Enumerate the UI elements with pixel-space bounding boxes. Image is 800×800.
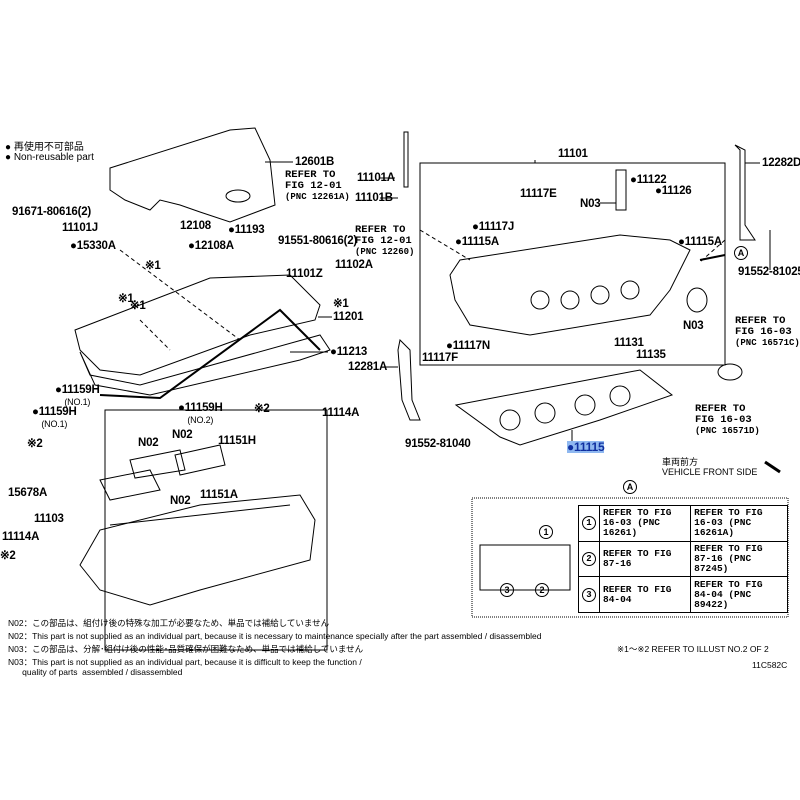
part-label[interactable]: ●12108A [188,240,234,252]
part-label[interactable]: 11102A [335,259,373,271]
part-sublabel: (NO.1) [41,419,68,429]
part-label[interactable]: 11101A [357,172,395,184]
part-label[interactable]: ●11159H(NO.1) [55,384,100,407]
part-label[interactable]: ●11213 [330,346,368,358]
refer-illust-note: ※1～※2 REFER TO ILLUST NO.2 OF 2 [617,644,769,654]
part-label[interactable]: 91552-81040 [405,438,471,450]
part-label[interactable]: 11131 [614,337,644,349]
part-label[interactable]: 11101B [355,192,393,204]
detail-a-marker: A [623,480,637,494]
part-label[interactable]: ●11159H(NO.1) [32,406,77,429]
part-label[interactable]: 11103 [34,513,64,525]
part-label[interactable]: N03 [683,320,704,332]
detail-circle-2: 2 [535,583,549,597]
part-label[interactable]: 12282D [762,157,800,169]
part-label[interactable]: 11135 [636,349,666,361]
part-sublabel: (NO.2) [187,415,214,425]
part-label[interactable]: ●15330A [70,240,116,252]
part-label[interactable]: N02 [170,495,191,507]
part-label[interactable]: ●11159H(NO.2) [178,402,223,425]
note-n02-jp: N02：この部品は、組付け後の特殊な加工が必要なため、単品では補給していません [8,618,330,628]
part-label[interactable]: 11101Z [286,268,323,280]
cam-housing-drawing [79,494,316,606]
note-n03-en-cont: quality of parts assembled / disassemble… [8,667,183,677]
part-sublabel: (NO.1) [64,397,91,407]
note-reference-marker: ※2 [27,438,43,450]
callout-a-marker[interactable]: A [734,246,748,260]
row-right-ref: REFER TO FIG 16-03 (PNC 16261A) [690,505,788,542]
head-cover-drawing [74,274,321,376]
part-label[interactable]: ●11115A [678,236,722,248]
row-right-ref: REFER TO FIG 87-16 (PNC 87245) [690,540,788,578]
row-left-ref: REFER TO FIG 16-03 (PNC 16261) [598,505,692,542]
part-label[interactable]: 12281A [348,361,388,373]
detail-circle-3: 3 [500,583,514,597]
row-right-ref: REFER TO FIG 84-04 (PNC 89422) [690,576,788,613]
part-label[interactable]: ●11126 [655,185,692,197]
part-label[interactable]: 11151A [200,489,238,501]
part-label[interactable]: 11101J [62,222,98,234]
note-n02-en: N02：This part is not supplied as an indi… [8,631,542,641]
note-n03-en: N03：This part is not supplied as an indi… [8,657,362,667]
legend-non-reusable: ● Non-reusable part [5,152,94,163]
part-label[interactable]: N03 [580,198,601,210]
note-reference-marker: ※1 [333,298,349,310]
engine-cover-drawing [109,127,276,223]
note-reference-marker: ※1 [118,293,134,305]
part-label[interactable]: ●11117N [446,340,490,352]
row-left-ref: REFER TO FIG 87-16 [598,540,692,578]
part-label[interactable]: 91552-81025 [738,266,800,278]
detail-circle-1: 1 [539,525,553,539]
part-label[interactable]: 11117E [520,188,557,200]
part-label[interactable]: 91671-80616(2) [12,206,92,218]
part-label[interactable]: 12108 [180,220,211,232]
cylinder-head-drawing [449,234,691,336]
front-direction-jp: 車両前方 [662,457,699,467]
illustration-code: 11C582C [752,660,788,670]
note-reference-marker: ※1 [145,260,161,272]
row-left-ref: REFER TO FIG 84-04 [598,576,692,613]
front-direction-en: VEHICLE FRONT SIDE [662,467,758,477]
note-n03-jp: N03：この部品は、分解･組付け後の性能･品質確保が困難なため、単品では補給して… [8,644,364,654]
part-label[interactable]: ●11117J [472,221,515,233]
row-number: 3 [582,587,596,602]
part-label[interactable]: 11114A [2,531,40,543]
cover-gasket-drawing [99,308,321,400]
part-label[interactable]: N02 [172,429,193,441]
note-reference-marker: ※2 [254,403,270,415]
part-label-highlighted[interactable]: ●11115 [567,440,605,454]
part-label[interactable]: ●11193 [228,224,265,236]
part-label[interactable]: 91551-80616(2) [278,235,358,247]
note-reference-marker: ※1 [130,300,146,312]
part-label[interactable]: 11101 [558,148,588,160]
part-label[interactable]: 12601B [295,156,335,168]
part-label[interactable]: 11114A [322,407,360,419]
part-label[interactable]: 11117F [422,352,458,364]
part-label[interactable]: 15678A [8,487,48,499]
part-label[interactable]: N02 [138,437,159,449]
part-label[interactable]: 11151H [218,435,256,447]
part-label[interactable]: 11201 [333,311,364,323]
part-label[interactable]: ●11115A [455,236,499,248]
head-gasket-drawing [454,369,674,446]
note-reference-marker: ※2 [0,550,16,562]
legend-japanese: ● 再使用不可部品 [5,142,84,153]
part-label[interactable]: ●11122 [630,174,667,186]
row-number: 1 [582,516,596,531]
row-number: 2 [582,551,596,566]
